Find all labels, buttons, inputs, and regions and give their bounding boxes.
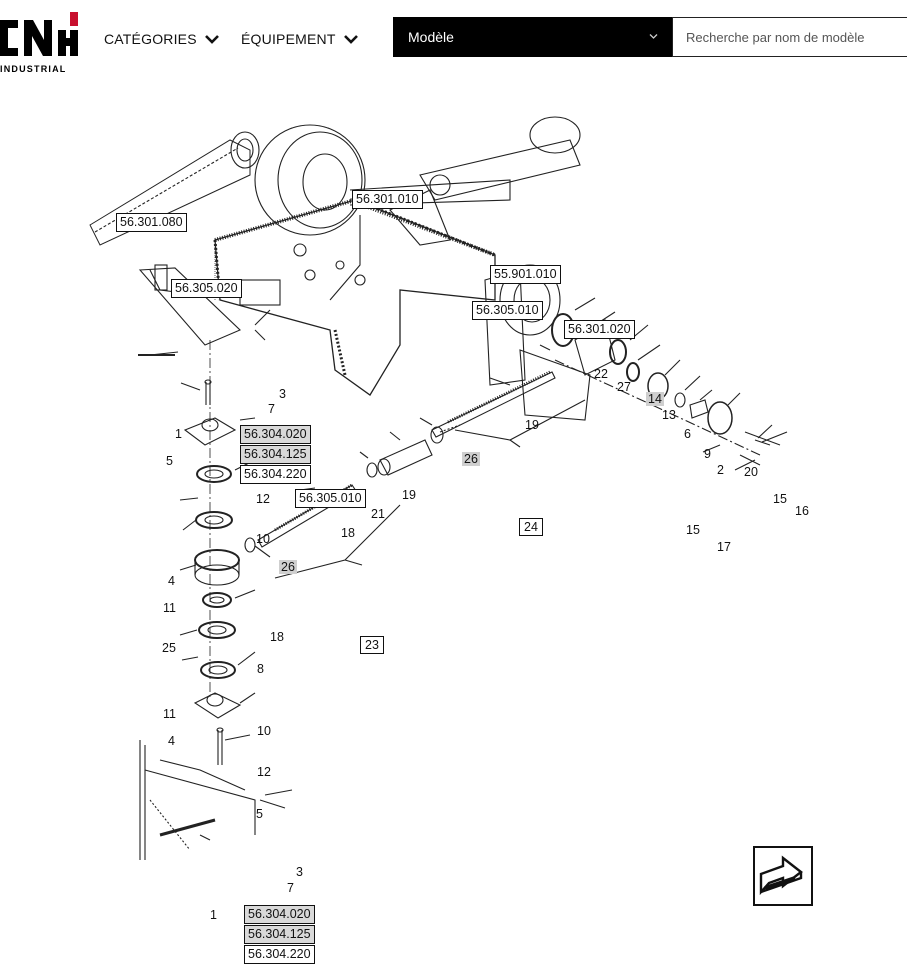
cnh-logo[interactable]: INDUSTRIAL	[0, 8, 82, 74]
chevron-down-icon	[204, 35, 219, 44]
part-callout-27[interactable]: 27	[617, 380, 631, 394]
chevron-down-icon	[343, 35, 358, 44]
nav-equipement-label: ÉQUIPEMENT	[241, 31, 336, 47]
part-callout-4b[interactable]: 4	[168, 734, 175, 748]
part-callout-11a[interactable]: 11	[163, 601, 176, 615]
part-callout-26b[interactable]: 26	[279, 560, 297, 574]
top-header: INDUSTRIAL CATÉGORIES ÉQUIPEMENT Modèle	[0, 0, 907, 80]
cnh-logo-mark	[0, 12, 78, 56]
ref-link-56-304-125[interactable]: 56.304.125	[240, 445, 311, 464]
part-callout-10a[interactable]: 10	[256, 532, 270, 546]
part-callout-23[interactable]: 23	[360, 636, 384, 654]
ref-link-55-901-010[interactable]: 55.901.010	[490, 265, 561, 284]
part-callout-26a[interactable]: 26	[462, 452, 480, 466]
part-callout-5a[interactable]: 5	[166, 454, 173, 468]
ref-link-56-305-010-b[interactable]: 56.305.010	[295, 489, 366, 508]
arrow-back-icon	[759, 855, 803, 896]
part-callout-24[interactable]: 24	[519, 518, 543, 536]
part-callout-4a[interactable]: 4	[168, 574, 175, 588]
part-callout-18a[interactable]: 18	[341, 526, 355, 540]
part-callout-11b[interactable]: 11	[163, 707, 176, 721]
nav-categories-label: CATÉGORIES	[104, 31, 197, 47]
ref-link-56-304-020-b[interactable]: 56.304.020	[244, 905, 315, 924]
part-callout-1b[interactable]: 1	[210, 908, 217, 922]
part-callout-7b[interactable]: 7	[287, 881, 294, 895]
part-callout-5b[interactable]: 5	[256, 807, 263, 821]
ref-link-56-305-010[interactable]: 56.305.010	[472, 301, 543, 320]
part-callout-18b[interactable]: 18	[270, 630, 284, 644]
ref-link-56-304-125-b[interactable]: 56.304.125	[244, 925, 315, 944]
model-select[interactable]: Modèle	[393, 17, 672, 57]
part-callout-14[interactable]: 14	[646, 392, 664, 406]
part-callout-15b[interactable]: 15	[686, 523, 700, 537]
ref-link-56-305-020[interactable]: 56.305.020	[171, 279, 242, 298]
part-callout-3a[interactable]: 3	[279, 387, 286, 401]
part-callout-19b[interactable]: 19	[402, 488, 416, 502]
ref-link-56-301-010[interactable]: 56.301.010	[352, 190, 423, 209]
nav-equipement[interactable]: ÉQUIPEMENT	[241, 29, 358, 49]
ref-link-56-304-020[interactable]: 56.304.020	[240, 425, 311, 444]
part-callout-10b[interactable]: 10	[257, 724, 271, 738]
part-callout-8[interactable]: 8	[257, 662, 264, 676]
part-callout-19a[interactable]: 19	[525, 418, 539, 432]
model-search-input[interactable]	[673, 18, 907, 56]
part-callout-22[interactable]: 22	[594, 367, 608, 381]
part-callout-7a[interactable]: 7	[268, 402, 275, 416]
part-callout-6[interactable]: 6	[684, 427, 691, 441]
model-select-value: Modèle	[408, 29, 454, 45]
model-search-box[interactable]	[672, 17, 907, 57]
part-callout-13[interactable]: 13	[662, 408, 676, 422]
part-callout-9[interactable]: 9	[704, 447, 711, 461]
part-callout-25[interactable]: 25	[162, 641, 176, 655]
part-callout-12a[interactable]: 12	[256, 492, 270, 506]
parts-diagram: 56.301.010 56.301.080 56.305.020 55.901.…	[0, 80, 907, 964]
ref-link-56-301-020[interactable]: 56.301.020	[564, 320, 635, 339]
previous-page-button[interactable]	[753, 846, 813, 906]
part-callout-15a[interactable]: 15	[773, 492, 787, 506]
exploded-view-drawing	[89, 116, 788, 860]
ref-link-56-304-220-b[interactable]: 56.304.220	[244, 945, 315, 964]
ref-link-56-304-220[interactable]: 56.304.220	[240, 465, 311, 484]
part-callout-2[interactable]: 2	[717, 463, 724, 477]
logo-subtext: INDUSTRIAL	[0, 64, 67, 74]
chevron-down-icon	[649, 34, 658, 39]
ref-link-56-301-080[interactable]: 56.301.080	[116, 213, 187, 232]
nav-categories[interactable]: CATÉGORIES	[104, 29, 219, 49]
part-callout-17[interactable]: 17	[717, 540, 731, 554]
part-callout-1a[interactable]: 1	[175, 427, 182, 441]
part-callout-20[interactable]: 20	[744, 465, 758, 479]
part-callout-21[interactable]: 21	[371, 507, 385, 521]
part-callout-3b[interactable]: 3	[296, 865, 303, 879]
part-callout-16[interactable]: 16	[795, 504, 809, 518]
part-callout-12b[interactable]: 12	[257, 765, 271, 779]
